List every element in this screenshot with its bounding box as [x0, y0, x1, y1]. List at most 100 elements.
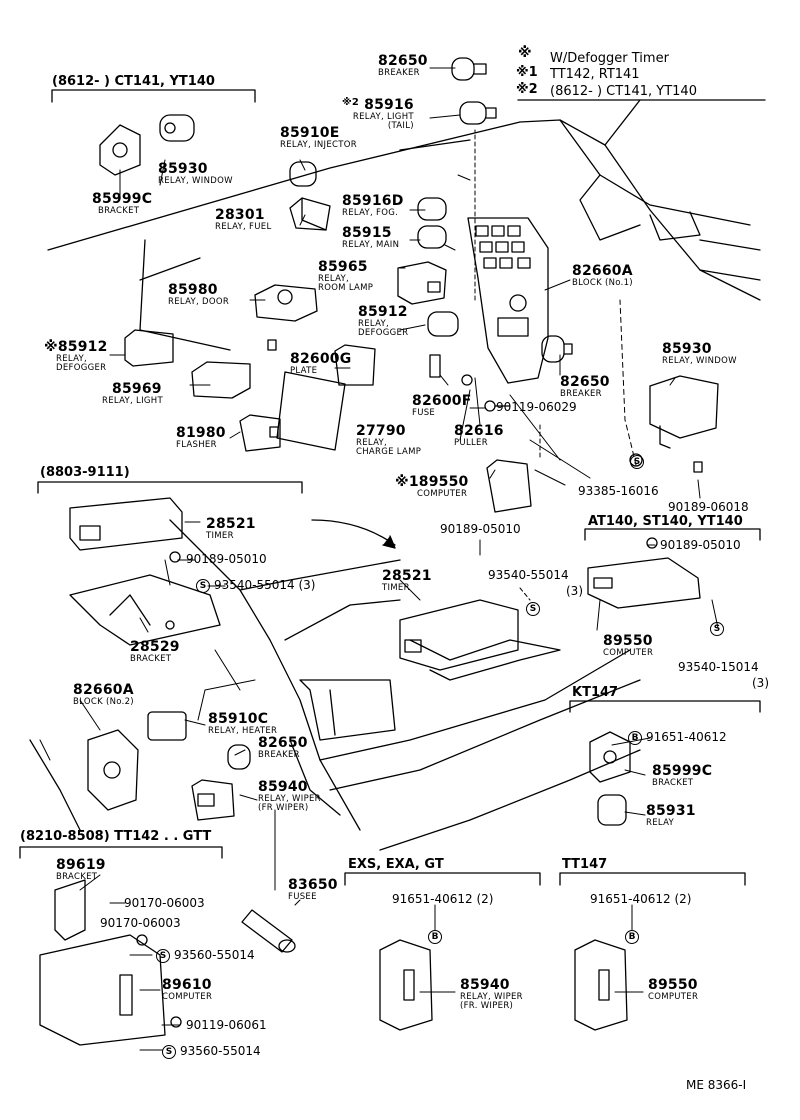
part-number: 85999C — [652, 763, 713, 779]
part-desc: PULLER — [454, 438, 488, 448]
part-desc: TIMER — [382, 583, 410, 593]
part-number: 85915 — [342, 225, 392, 241]
part-mark: ※ — [44, 339, 58, 355]
part-desc: COMPUTER — [417, 489, 468, 499]
part-desc: RELAY, FUEL — [215, 222, 272, 232]
part-number: 81980 — [176, 425, 226, 441]
part-desc: RELAY, LIGHT (TAIL) — [352, 112, 414, 131]
part-number: 85980 — [168, 282, 218, 298]
direction-arrow — [311, 519, 396, 549]
part-number: 82660A — [572, 263, 633, 279]
fastener-code: 93540-15014 — [678, 660, 759, 674]
fastener-code: 90189-06018 — [668, 500, 749, 514]
fastener-code: (3) — [752, 676, 769, 690]
part-desc: COMPUTER — [603, 648, 654, 658]
part-number: 82616 — [454, 423, 504, 439]
reference-code: ME 8366-I — [686, 1078, 747, 1092]
fastener-code: 90189-05010 — [186, 552, 267, 566]
part-desc: FLASHER — [176, 440, 217, 450]
part-desc: RELAY, HEATER — [208, 726, 278, 736]
note-1: TT142, RT141 — [550, 67, 640, 82]
note-star: ※ — [518, 46, 532, 60]
part-number: 82650 — [378, 53, 428, 69]
part-number: 85931 — [646, 803, 696, 819]
s-marker-icon: S — [196, 578, 210, 593]
note-2: (8612- ) CT141, YT140 — [550, 84, 697, 99]
part-number: 82650 — [560, 374, 610, 390]
part-number: 89550 — [648, 977, 698, 993]
part-number: 89610 — [162, 977, 212, 993]
fastener-code: 93540-55014 — [488, 568, 569, 582]
b-marker-icon: B — [428, 930, 442, 944]
part-number: 28521 — [206, 516, 256, 532]
s-marker-icon: S — [630, 455, 644, 469]
fastener-code-text: 93560-55014 — [180, 1044, 261, 1058]
note-mark: ※ — [518, 45, 532, 61]
part-desc: RELAY, LIGHT — [102, 396, 163, 406]
s-marker-icon: S — [526, 602, 540, 616]
part-desc: COMPUTER — [648, 992, 699, 1002]
leader-lines — [39, 67, 719, 1051]
group-header: (8612- ) CT141, YT140 — [52, 74, 215, 89]
fastener-code: 90189-05010 — [440, 522, 521, 536]
b-marker-icon: B — [625, 930, 639, 944]
screw-icon — [484, 400, 511, 412]
s-marker-icon: S — [710, 622, 724, 636]
part-desc: BLOCK (No.1) — [572, 278, 633, 288]
part-desc: RELAY, WIPER (FR WIPER) — [258, 794, 321, 813]
part-number: 85910E — [280, 125, 340, 141]
part-desc: BRACKET — [56, 872, 98, 882]
part-number: 82650 — [258, 735, 308, 751]
part-number: 83650 — [288, 877, 338, 893]
part-number: 28521 — [382, 568, 432, 584]
part-number: 189550 — [408, 474, 469, 490]
part-desc: COMPUTER — [162, 992, 213, 1002]
part-desc: RELAY, WINDOW — [158, 176, 233, 186]
part-number: 28301 — [215, 207, 265, 223]
part-desc: FUSE — [412, 408, 436, 418]
part-desc: BRACKET — [98, 206, 140, 216]
note-0: W/Defogger Timer — [550, 51, 669, 66]
fastener-code: 90170-06003 — [100, 916, 181, 930]
fastener-code-text: 91651-40612 — [646, 730, 727, 744]
part-number: 85916D — [342, 193, 404, 209]
fastener-code: 90119-06029 — [496, 400, 577, 414]
group-header: EXS, EXA, GT — [348, 857, 444, 872]
part-number: 85912 — [358, 304, 408, 320]
fastener-code: 91651-40612 (2) — [590, 892, 692, 906]
part-desc: BREAKER — [560, 389, 602, 399]
part-desc: RELAY, DEFOGGER — [358, 319, 409, 338]
part-desc: PLATE — [290, 366, 318, 376]
part-desc: RELAY — [646, 818, 675, 828]
part-number: 85930 — [662, 341, 712, 357]
part-desc: BREAKER — [378, 68, 420, 78]
